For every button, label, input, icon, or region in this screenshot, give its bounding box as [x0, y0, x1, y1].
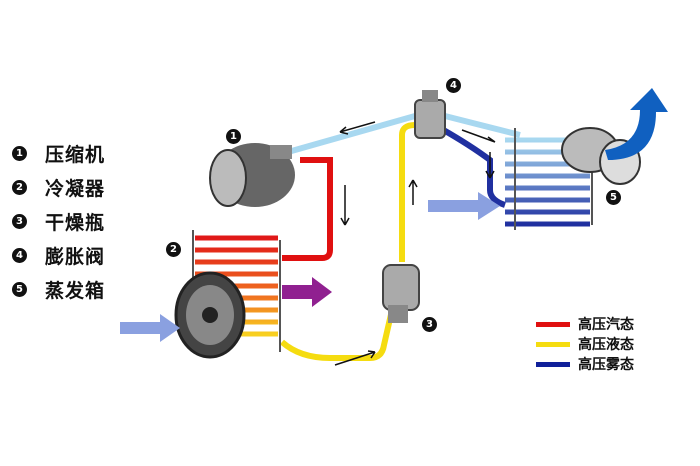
pipe-condenser-to-drier	[280, 309, 395, 361]
hot-air-arrow	[282, 277, 332, 307]
component-label: 压缩机	[45, 143, 106, 166]
component-label: 干燥瓶	[45, 211, 106, 234]
pipe-valve-to-evaporator-low	[444, 113, 521, 138]
pipe-compressor-to-valve-low-gas	[287, 113, 416, 155]
list-item: 2 冷凝器	[12, 170, 105, 204]
component-label: 膨胀阀	[45, 245, 106, 268]
expansion-valve	[414, 90, 446, 139]
list-item: 3 干燥瓶	[12, 204, 105, 238]
badge-drier: 3	[422, 317, 437, 332]
compressor	[209, 143, 295, 207]
legend-item: 高压液态	[536, 334, 634, 354]
blower	[561, 88, 668, 185]
legend-label: 高压液态	[578, 337, 634, 353]
number-marker: 1	[12, 145, 27, 161]
flow-arrows	[334, 121, 496, 366]
legend-swatch-red	[536, 321, 570, 327]
number-marker: 2	[12, 179, 27, 195]
air-in-arrow-evaporator	[428, 192, 500, 220]
badge-expansion-valve: 4	[446, 78, 461, 93]
number-marker: 5	[12, 281, 27, 297]
air-out-arrow	[605, 88, 668, 160]
legend-item: 高压汽态	[536, 314, 634, 334]
legend-swatch-yellow	[536, 341, 570, 347]
pipe-drier-to-valve	[399, 122, 416, 262]
component-label: 蒸发箱	[45, 279, 106, 302]
pipe-valve-to-evaporator-mist	[438, 125, 507, 208]
legend-swatch-blue	[536, 361, 570, 367]
badge-evaporator: 5	[606, 190, 621, 205]
condenser-fan	[174, 271, 246, 359]
pipe-compressor-to-condenser-hot-gas	[282, 157, 333, 261]
legend-label: 高压汽态	[578, 317, 634, 333]
list-item: 1 压缩机	[12, 136, 105, 170]
legend-item: 高压雾态	[536, 354, 634, 374]
badge-compressor: 1	[226, 129, 241, 144]
number-marker: 3	[12, 213, 27, 229]
list-item: 4 膨胀阀	[12, 238, 105, 272]
badge-condenser: 2	[166, 242, 181, 257]
list-item: 5 蒸发箱	[12, 272, 105, 306]
component-label: 冷凝器	[45, 177, 106, 200]
legend-label: 高压雾态	[578, 357, 634, 373]
receiver-drier	[382, 264, 420, 323]
legend: 高压汽态 高压液态 高压雾态	[536, 314, 634, 374]
air-in-arrow-condenser	[120, 314, 180, 342]
component-list: 1 压缩机 2 冷凝器 3 干燥瓶 4 膨胀阀 5 蒸发箱	[12, 136, 105, 306]
number-marker: 4	[12, 247, 27, 263]
